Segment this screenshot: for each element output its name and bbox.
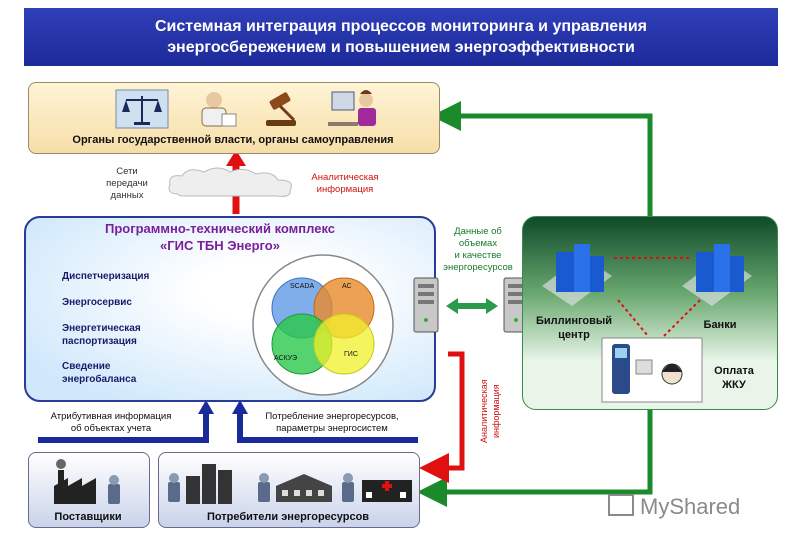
payment-label: Оплата ЖКУ: [714, 365, 754, 391]
venn-gis: [313, 313, 375, 375]
building-right-icon: [682, 244, 752, 306]
venn-label-scada: SCADA: [290, 283, 314, 290]
hospital-icon: [362, 480, 412, 502]
gis-item-passport: Энергетическая паспортизация: [62, 323, 141, 347]
gis-item-balance: Сведение энергобаланса: [62, 361, 137, 385]
watermark: MyShared: [608, 494, 740, 520]
meter-icon-3: [342, 473, 354, 502]
red-arrow-to-consumers: [419, 351, 465, 483]
building-icon: [276, 474, 332, 502]
consumers-caption: Потребители энергоресурсов: [206, 511, 370, 523]
cloud-icon: [168, 167, 292, 197]
server-left-icon: [413, 277, 439, 333]
venn-label-askue: АСКУЭ: [274, 355, 297, 362]
analytics-side-label: Аналитическая информация: [479, 379, 501, 443]
analytics-top-label: Аналитическая информация: [311, 172, 379, 195]
dotted-link-left: [617, 299, 649, 337]
venn-diagram: SCADA АС АСКУЭ ГИС: [252, 254, 394, 396]
official-icon: [201, 92, 237, 127]
meter-icon: [168, 473, 180, 502]
exchange-label: Данные об объемах и качестве энергоресур…: [443, 226, 513, 273]
city-icon: [186, 464, 232, 504]
page-title: Системная интеграция процессов мониторин…: [24, 8, 778, 66]
gavel-icon: [266, 92, 296, 126]
venn-label-as: АС: [342, 283, 352, 290]
venn-label-gis: ГИС: [344, 351, 358, 358]
title-line-1: Системная интеграция процессов мониторин…: [154, 18, 647, 35]
government-icons: [115, 89, 376, 129]
terminal-icon: [612, 344, 630, 394]
operator-icon: [328, 90, 376, 126]
green-arrow-to-government: [431, 101, 653, 216]
dotted-link-right: [663, 299, 701, 337]
gis-item-dispatch: Диспетчеризация: [62, 271, 150, 282]
government-caption: Органы государственной власти, органы са…: [72, 134, 394, 146]
scales-icon: [115, 89, 169, 129]
title-line-2: энергосбережением и повышением энергоэфф…: [167, 39, 635, 56]
gis-item-energy-service: Энергосервис: [62, 297, 132, 308]
building-left-icon: [542, 244, 612, 306]
factory-icon: [54, 459, 120, 504]
green-bidirectional-arrow: [446, 298, 498, 314]
consumption-label: Потребление энергоресурсов, параметры эн…: [265, 411, 399, 434]
consumers-icons: [168, 464, 412, 504]
presentation-icon: [608, 494, 634, 516]
blue-arrow-right: [237, 412, 418, 443]
green-arrow-to-consumers: [417, 408, 653, 507]
billing-center-label: Биллинговый центр: [535, 315, 613, 341]
cashier-icon: [635, 359, 683, 385]
banks-label: Банки: [703, 319, 737, 331]
billing-graphics: [542, 244, 752, 403]
attributes-label: Атрибутивная информация об объектах учет…: [50, 411, 172, 434]
meter-icon-2: [258, 473, 270, 502]
network-label: Сети передачи данных: [106, 166, 148, 201]
gis-title: Программно-технический комплекс «ГИС ТБН…: [104, 221, 336, 253]
suppliers-caption: Поставщики: [54, 511, 122, 523]
